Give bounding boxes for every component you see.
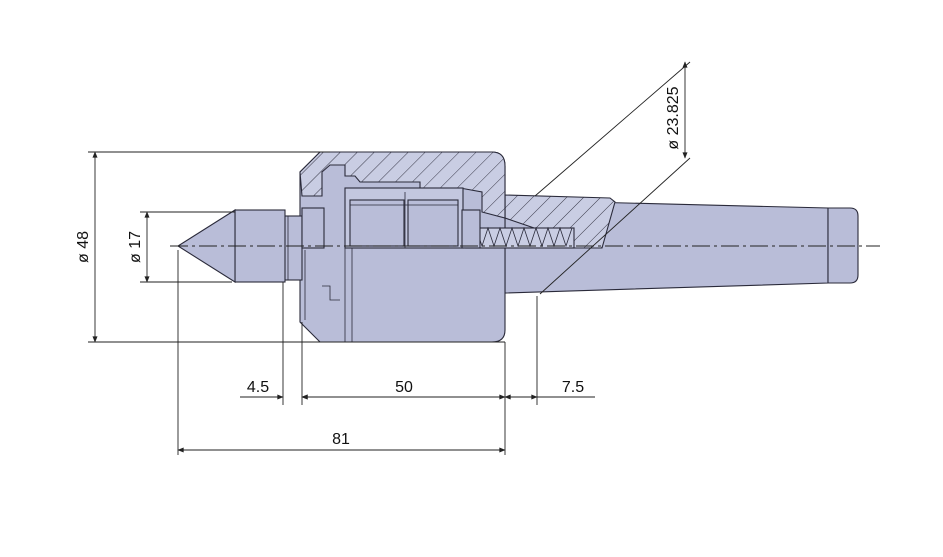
dimension-diameter-23-825: ø 23.825 [665,86,682,149]
dimensions: ø 48 ø 17 ø 23.825 4.5 50 7.5 81 [75,61,691,455]
dimension-length-4-5: 4.5 [247,379,269,396]
spring [461,209,575,249]
spindle-collar-inner [301,207,325,249]
taper-section-hatch [504,194,616,249]
live-center-part [176,151,859,343]
bearing-right [407,199,459,247]
dimension-length-7-5: 7.5 [562,379,584,396]
shank-end [827,207,859,284]
dimension-diameter-48: ø 48 [75,231,92,263]
housing-section-hatch [299,151,506,219]
dimension-diameter-17: ø 17 [127,231,144,263]
bearing-left [349,199,405,247]
dimension-length-50: 50 [395,379,413,396]
dimension-length-81: 81 [332,431,350,448]
